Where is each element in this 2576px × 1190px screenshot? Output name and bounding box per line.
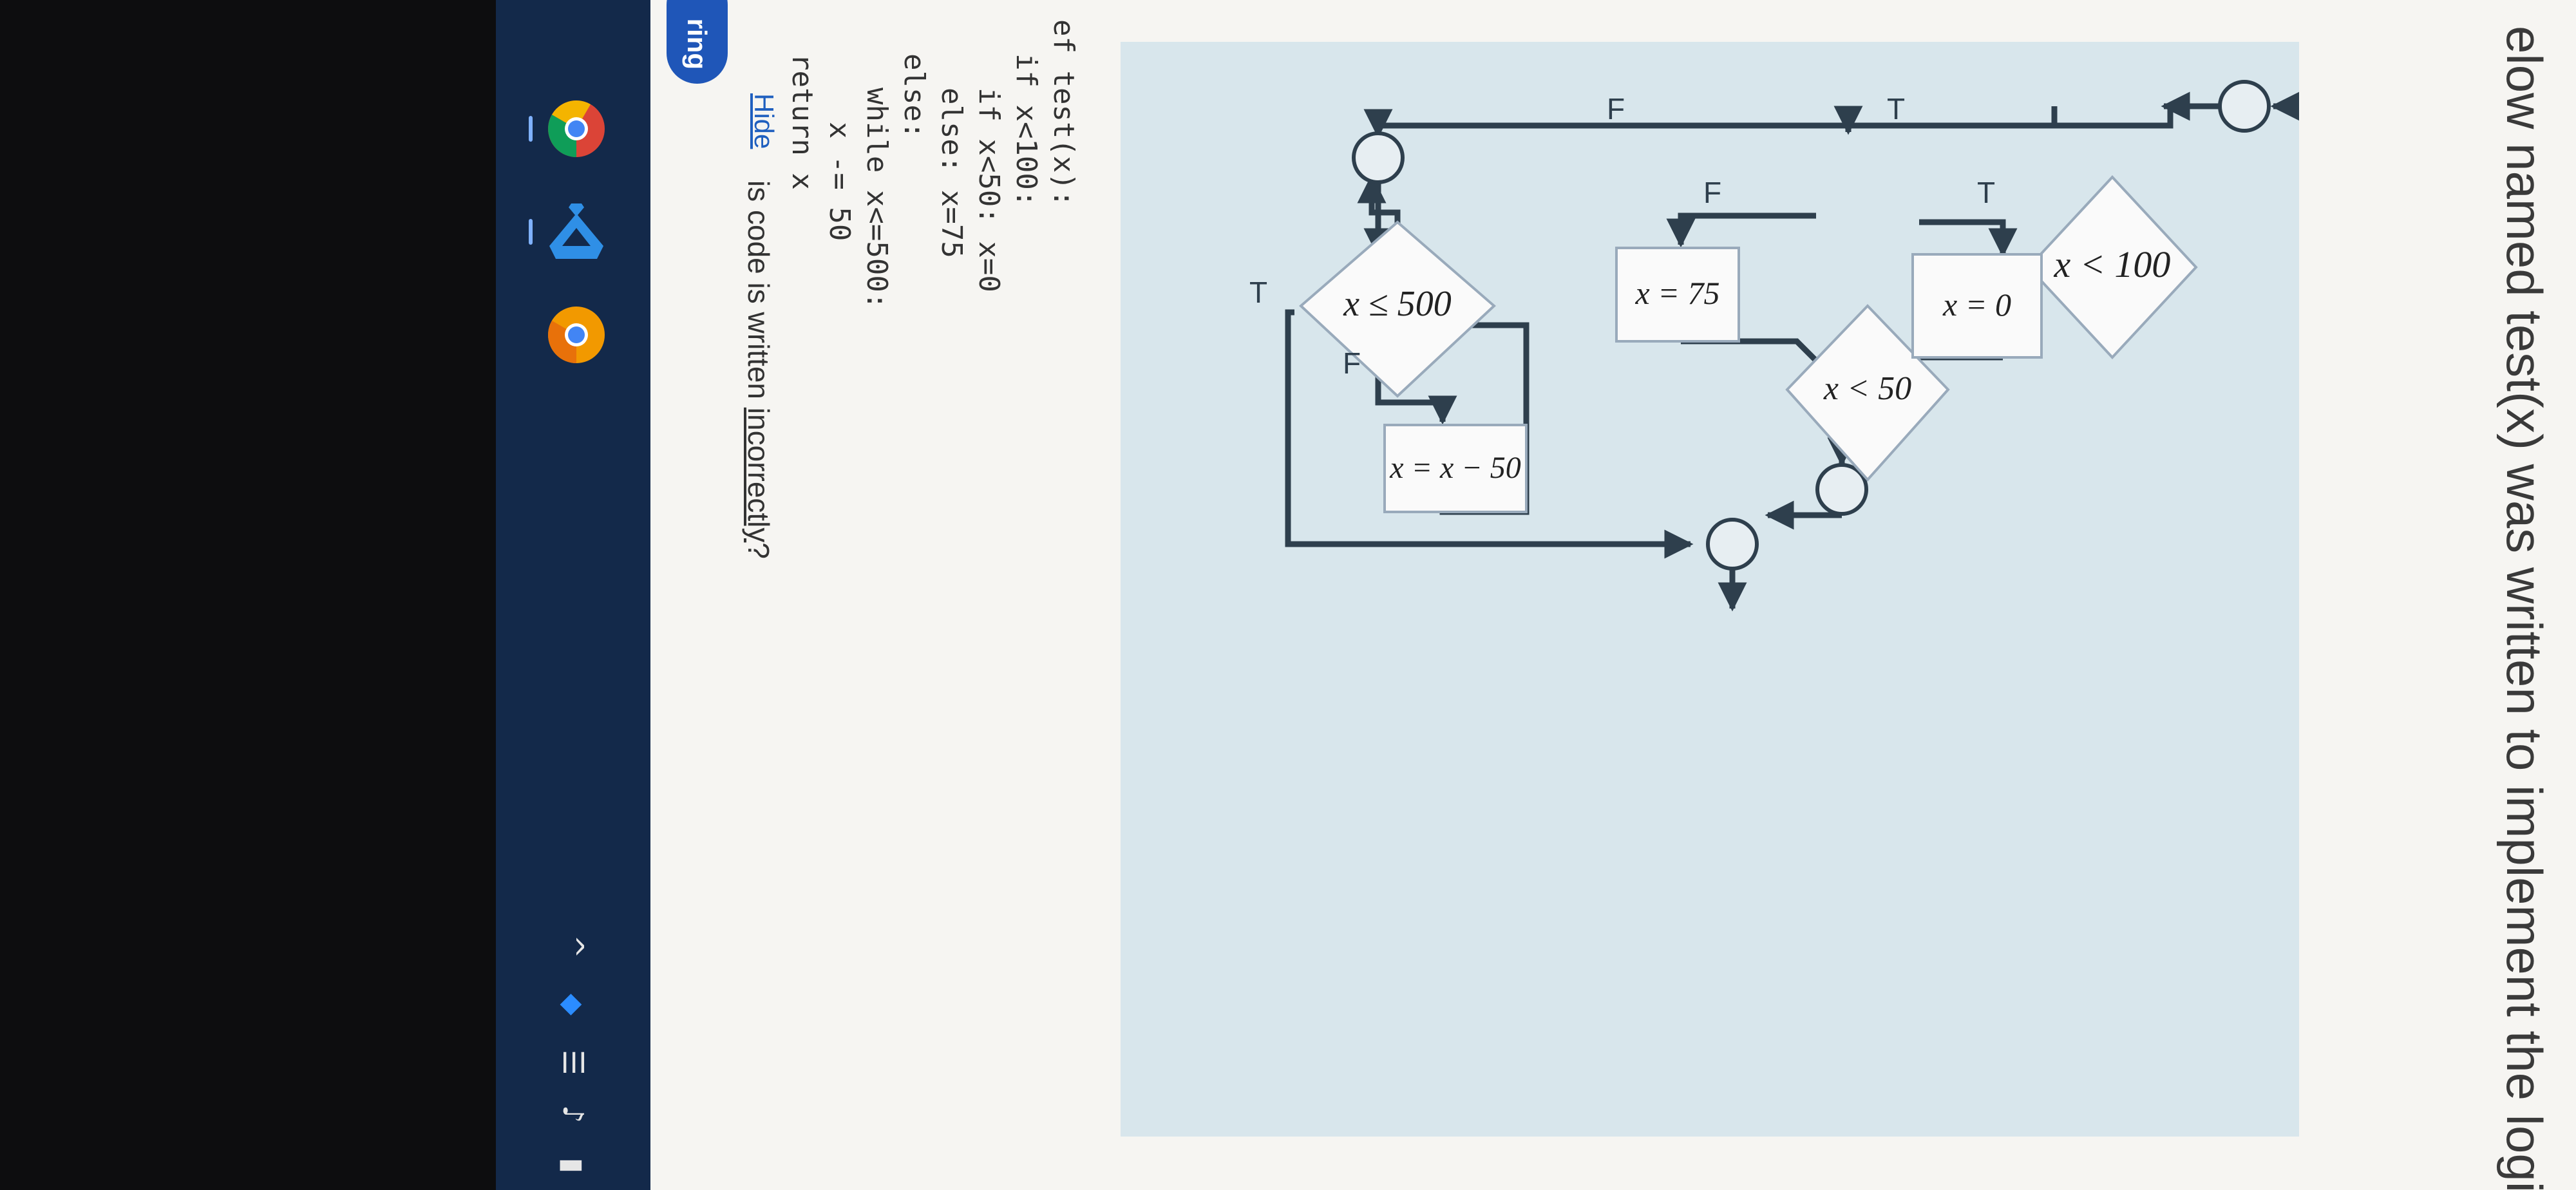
- label-f-inner: F: [1703, 176, 1721, 209]
- question-header: elow named test(x) was written to implem…: [2496, 26, 2553, 1190]
- connector-join: [1815, 463, 1868, 516]
- decision-x-lt-50: x < 50: [1785, 304, 1950, 482]
- decision-x-le-500: x ≤ 500: [1299, 220, 1496, 398]
- code-line: if x<50: x=0: [972, 19, 1005, 292]
- connector-start: [2218, 80, 2271, 133]
- code-line: if x<100:: [1010, 19, 1043, 207]
- flowchart: x < 100 x < 50 x ≤ 500 x = 0 x = 75: [1249, 80, 2299, 612]
- edge-x75-to-join: [1681, 338, 1826, 367]
- svg-text:x ≤ 500: x ≤ 500: [1343, 284, 1452, 324]
- label-t-inner: T: [1977, 176, 1995, 209]
- wifi-icon[interactable]: ☰: [556, 1050, 590, 1075]
- question-subtext: is code is written incorrectly?: [741, 180, 776, 559]
- question-subtext-prefix: is code is written: [742, 180, 775, 408]
- vscode-icon[interactable]: [529, 193, 615, 270]
- label-f-top: F: [1607, 92, 1625, 126]
- code-line: return x: [786, 19, 819, 190]
- battery-icon[interactable]: ▮: [556, 1157, 590, 1174]
- svg-text:x = 75: x = 75: [1635, 275, 1720, 311]
- svg-text:x = x − 50: x = x − 50: [1389, 451, 1520, 485]
- edge-50-true: [1919, 219, 2018, 258]
- connector-end: [1706, 518, 1759, 571]
- label-t-loop: T: [1249, 276, 1267, 309]
- code-block: ef test(x): if x<100: if x<50: x=0 else:…: [783, 19, 1082, 309]
- code-line: else: x=75: [935, 19, 968, 258]
- svg-text:x < 50: x < 50: [1823, 370, 1911, 407]
- edge-100-false: [1363, 106, 2058, 138]
- chrome-icon[interactable]: [529, 90, 615, 167]
- edge-50-false: [1666, 212, 1816, 248]
- taskbar: ^ ◆ ☰ ♪ ▮: [496, 0, 650, 1190]
- code-line: x -= 50: [823, 19, 856, 241]
- edge-loop-true: [1285, 309, 1694, 559]
- dropbox-icon[interactable]: ◆: [556, 994, 590, 1015]
- page-content: elow named test(x) was written to implem…: [650, 0, 2576, 1190]
- code-line: ef test(x):: [1047, 19, 1080, 207]
- label-t-top: T: [1887, 92, 1905, 126]
- flowchart-panel: x < 100 x < 50 x ≤ 500 x = 0 x = 75: [1121, 42, 2299, 1137]
- process-x-0: x = 0: [1911, 253, 2043, 359]
- process-x-75: x = 75: [1615, 247, 1740, 343]
- question-subtext-suffix: ?: [742, 542, 775, 559]
- decision-x-lt-100: x < 100: [2027, 175, 2198, 359]
- monitor-bezel: [0, 0, 496, 1190]
- start-button[interactable]: ring: [667, 0, 728, 84]
- code-line: while x<=500:: [860, 19, 893, 310]
- chevron-up-icon[interactable]: ^: [556, 934, 590, 959]
- active-app-indicator: [529, 219, 533, 245]
- label-f-loop: F: [1343, 346, 1361, 380]
- edge-loop-false: [1375, 377, 1457, 425]
- code-line: else:: [898, 19, 931, 139]
- hide-link[interactable]: Hide: [749, 93, 779, 149]
- svg-text:x < 100: x < 100: [2054, 243, 2171, 285]
- active-app-indicator: [529, 116, 533, 142]
- svg-text:x = 0: x = 0: [1942, 287, 2011, 323]
- volume-icon[interactable]: ♪: [556, 1104, 590, 1124]
- process-x-minus-50: x = x − 50: [1383, 424, 1528, 513]
- connector-loop: [1352, 131, 1405, 184]
- chrome-canary-icon[interactable]: [538, 296, 615, 373]
- question-subtext-emphasis: incorrectly: [742, 407, 775, 543]
